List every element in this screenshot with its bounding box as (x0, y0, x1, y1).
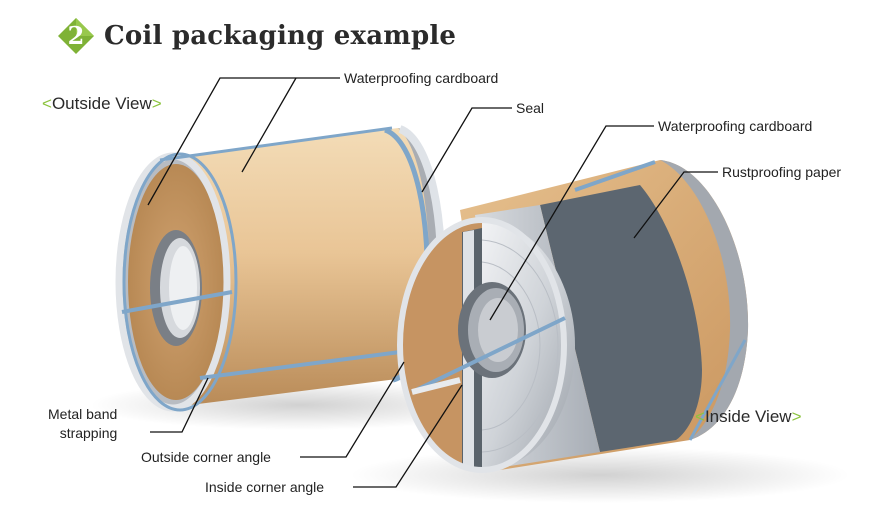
label-inside-corner: Inside corner angle (205, 479, 325, 495)
label-waterproofing-outer: Waterproofing cardboard (344, 70, 499, 86)
outside-view-label: <Outside View> (42, 94, 162, 113)
inside-view-label: <Inside View> (695, 407, 802, 426)
section-title: 2 Coil packaging example (56, 14, 456, 58)
step-badge: 2 (56, 16, 96, 56)
inside-view-coil (397, 160, 749, 473)
label-outside-corner: Outside corner angle (141, 449, 271, 465)
label-waterproofing-inner: Waterproofing cardboard (658, 118, 813, 134)
step-number: 2 (67, 21, 85, 50)
label-seal: Seal (516, 100, 545, 116)
page-title: Coil packaging example (104, 21, 457, 51)
label-rustproofing: Rustproofing paper (722, 164, 842, 180)
outside-view-coil (115, 125, 446, 412)
diamond-icon (58, 18, 94, 54)
leader-lines (147, 77, 718, 488)
